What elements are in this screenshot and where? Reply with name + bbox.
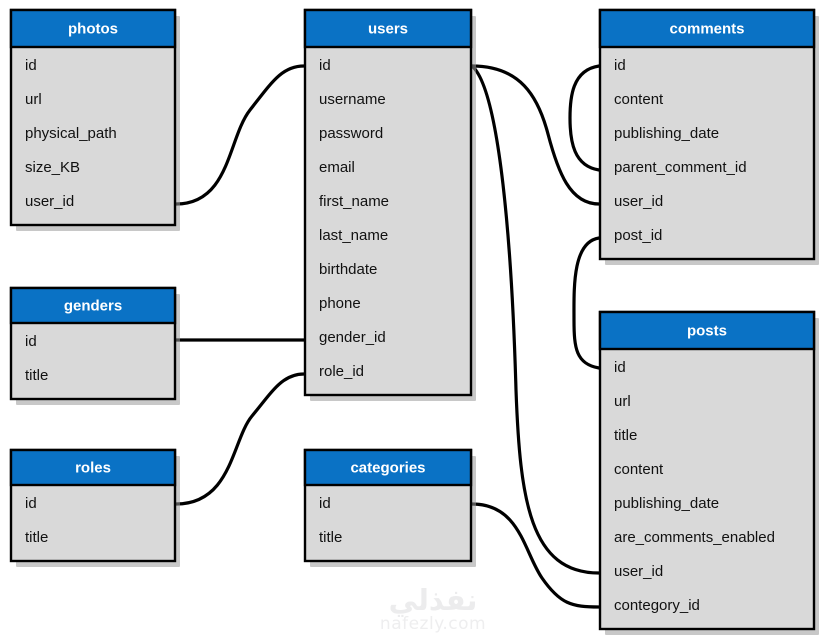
- entity-field[interactable]: user_id: [614, 193, 663, 210]
- entity-title: comments: [669, 20, 744, 37]
- entity-table-users[interactable]: users id username password email first_namela…: [303, 8, 476, 401]
- entity-field[interactable]: user_id: [614, 563, 663, 580]
- entity-field[interactable]: title: [319, 529, 342, 546]
- entity-body: [598, 8, 816, 261]
- entity-field[interactable]: last_name: [319, 227, 388, 244]
- entity-field[interactable]: are_comments_enabled: [614, 529, 775, 546]
- entity-header[interactable]: [303, 8, 473, 49]
- entity-table-roles[interactable]: roles id title: [9, 448, 180, 567]
- entity-field[interactable]: id: [25, 57, 37, 74]
- relationship-connector: [568, 64, 601, 172]
- entity-field[interactable]: id: [25, 333, 37, 350]
- entity-field[interactable]: contegory_id: [614, 597, 700, 614]
- entity-field[interactable]: user_id: [25, 193, 74, 210]
- entity-field[interactable]: role_id: [319, 363, 364, 380]
- entity-field[interactable]: phone: [319, 295, 361, 312]
- entity-title: users: [368, 20, 408, 37]
- entity-title: categories: [350, 459, 425, 476]
- entity-title: posts: [687, 322, 727, 339]
- relationship-connectors-layer: [174, 64, 601, 609]
- entity-header[interactable]: [303, 448, 473, 487]
- relationship-connector: [470, 64, 601, 206]
- entity-title: photos: [68, 20, 118, 37]
- entity-title: roles: [75, 459, 111, 476]
- relationship-connector: [470, 502, 601, 609]
- entity-table-posts[interactable]: posts id url title content publishing_dateare…: [598, 310, 819, 635]
- entity-field[interactable]: content: [614, 461, 664, 478]
- entity-field[interactable]: birthdate: [319, 261, 377, 278]
- entity-header[interactable]: [598, 8, 816, 49]
- entity-field[interactable]: url: [614, 393, 631, 410]
- relationship-connector: [470, 64, 601, 575]
- entity-table-genders[interactable]: genders id title: [9, 286, 180, 405]
- entity-field[interactable]: content: [614, 91, 664, 108]
- entity-field[interactable]: id: [614, 359, 626, 376]
- entity-field[interactable]: username: [319, 91, 386, 108]
- entity-field[interactable]: url: [25, 91, 42, 108]
- entity-field[interactable]: title: [614, 427, 637, 444]
- entity-field[interactable]: physical_path: [25, 125, 117, 142]
- entity-field[interactable]: title: [25, 367, 48, 384]
- entity-field[interactable]: id: [25, 495, 37, 512]
- entity-header[interactable]: [9, 8, 177, 49]
- entity-field[interactable]: gender_id: [319, 329, 386, 346]
- entity-tables-layer: photosidurlphysical_pathsize_KBuser_idus…: [9, 8, 819, 635]
- entity-field[interactable]: id: [319, 495, 331, 512]
- entity-body: [598, 310, 816, 631]
- entity-table-photos[interactable]: photos id url physical_path size_KB user_id: [9, 8, 180, 231]
- relationship-connector: [174, 372, 306, 506]
- entity-field[interactable]: size_KB: [25, 159, 80, 176]
- entity-header[interactable]: [9, 448, 177, 487]
- entity-field[interactable]: post_id: [614, 227, 662, 244]
- entity-field[interactable]: parent_comment_id: [614, 159, 747, 176]
- entity-field[interactable]: id: [614, 57, 626, 74]
- entity-table-categories[interactable]: categories id title: [303, 448, 476, 567]
- entity-header[interactable]: [9, 286, 177, 325]
- relationship-connector: [174, 64, 306, 206]
- entity-body: [303, 8, 473, 397]
- entity-field[interactable]: first_name: [319, 193, 389, 210]
- entity-field[interactable]: password: [319, 125, 383, 142]
- entity-field[interactable]: id: [319, 57, 331, 74]
- entity-header[interactable]: [598, 310, 816, 351]
- entity-field[interactable]: publishing_date: [614, 495, 719, 512]
- entity-field[interactable]: email: [319, 159, 355, 176]
- entity-field[interactable]: publishing_date: [614, 125, 719, 142]
- entity-title: genders: [64, 297, 122, 314]
- entity-field[interactable]: title: [25, 529, 48, 546]
- relationship-connector: [572, 236, 601, 370]
- entity-table-comments[interactable]: comments id content publishing_date parent_c…: [598, 8, 819, 265]
